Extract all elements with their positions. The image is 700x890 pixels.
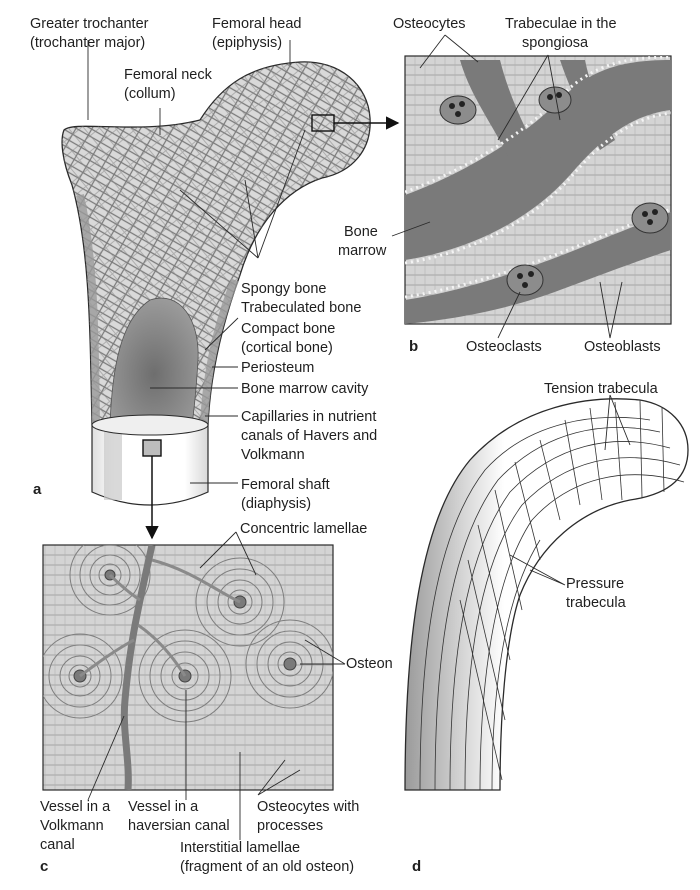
panel-d-trabecular-lines [404, 394, 689, 791]
osteoclast [538, 86, 572, 114]
panel-c-compact-bone [42, 531, 346, 840]
label-vessel-haversian: Vessel in a haversian canal [128, 799, 230, 834]
label-vessel-volkmann: Vessel in a Volkmann canal [40, 799, 114, 853]
panel-a-femur [61, 40, 400, 540]
label-trabeculae: Trabeculae in the spongiosa [505, 16, 621, 51]
label-spongy-bone: Spongy bone Trabeculated bone [241, 281, 361, 316]
label-osteoblasts: Osteoblasts [584, 339, 661, 355]
panel-b-spongiosa [391, 34, 672, 339]
label-osteoclasts: Osteoclasts [466, 339, 542, 355]
osteoclast [439, 95, 477, 125]
label-femoral-neck: Femoral neck (collum) [124, 67, 216, 102]
panel-label-d: d [412, 858, 421, 875]
labels-panel-b: Osteocytes Trabeculae in the spongiosa B… [338, 16, 661, 355]
label-osteon: Osteon [346, 656, 393, 672]
panel-label-a: a [33, 481, 42, 498]
label-interstitial-lamellae: Interstitial lamellae (fragment of an ol… [180, 840, 354, 875]
shaft-shading [104, 430, 122, 500]
label-osteocytes: Osteocytes [393, 16, 466, 32]
label-periosteum: Periosteum [241, 360, 314, 376]
volkmann-vessel [120, 545, 156, 790]
labels-panel-c: Concentric lamellae Osteon Vessel in a V… [40, 521, 393, 875]
labels-panel-a: Greater trochanter (trochanter major) Fe… [30, 16, 381, 512]
osteon [43, 633, 123, 719]
label-osteocytes-processes: Osteocytes with processes [257, 799, 363, 834]
osteoclast [631, 202, 669, 234]
label-bone-marrow-cavity: Bone marrow cavity [241, 381, 369, 397]
label-femoral-head: Femoral head (epiphysis) [212, 16, 306, 51]
label-tension-trabecula: Tension trabecula [544, 381, 659, 397]
labels-panel-d: Tension trabecula Pressure trabecula d [412, 381, 659, 875]
osteoclast [506, 264, 544, 296]
osteon [195, 557, 285, 647]
panel-label-c: c [40, 858, 48, 875]
label-greater-trochanter: Greater trochanter (trochanter major) [30, 16, 153, 51]
label-capillaries: Capillaries in nutrient canals of Havers… [241, 409, 381, 463]
detail-box-c [142, 439, 162, 457]
bone-marrow-cavity [109, 297, 199, 426]
label-bone-marrow: Bone marrow [338, 224, 387, 259]
curved-femur [404, 398, 689, 791]
label-compact-bone: Compact bone (cortical bone) [241, 321, 339, 356]
panel-label-b: b [409, 338, 418, 355]
label-concentric-lamellae: Concentric lamellae [240, 521, 367, 537]
label-femoral-shaft: Femoral shaft (diaphysis) [241, 477, 334, 512]
label-pressure-trabecula: Pressure trabecula [566, 576, 628, 611]
osteon [69, 545, 151, 616]
